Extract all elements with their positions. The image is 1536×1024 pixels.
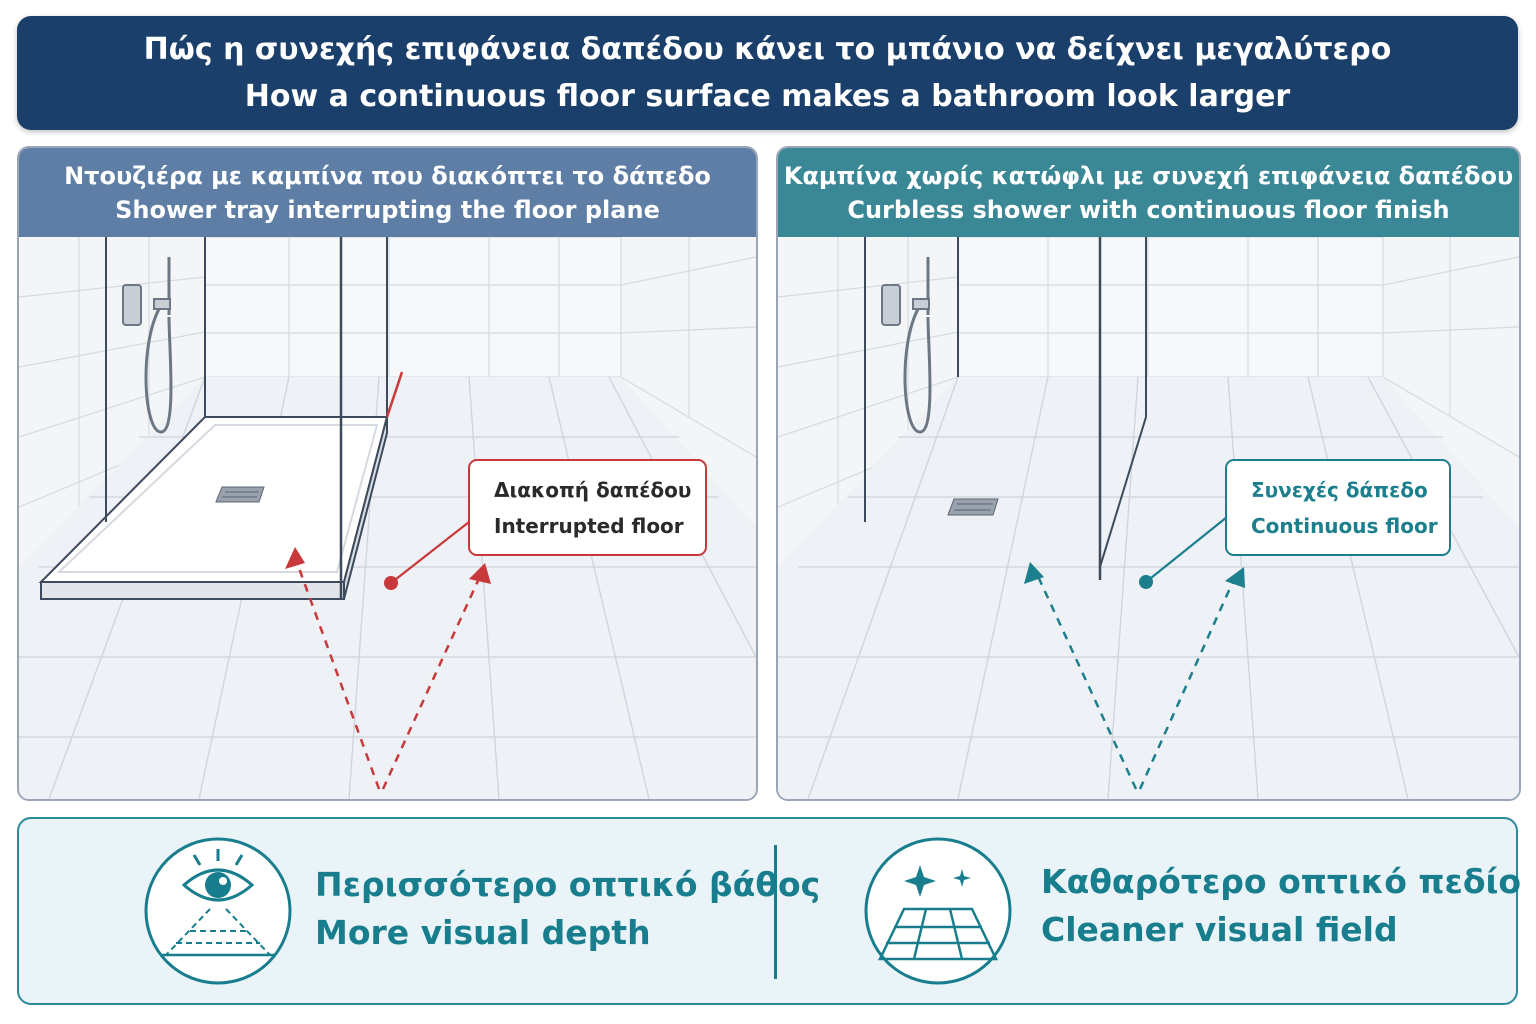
benefit-depth-english: More visual depth	[315, 913, 651, 952]
eye-perspective-icon	[144, 837, 292, 985]
callout-right-greek: Συνεχές δάπεδο	[1251, 477, 1428, 502]
benefit-clean-text: Καθαρότερο οπτικό πεδίο Cleaner visual f…	[1041, 858, 1521, 954]
panel-left-title-english: Shower tray interrupting the floor plane	[115, 195, 660, 224]
panel-right-title-greek: Καμπίνα χωρίς κατώφλι με συνεχή επιφάνει…	[783, 161, 1514, 190]
panel-right-title-english: Curbless shower with continuous floor fi…	[847, 195, 1450, 224]
benefit-clean-greek: Καθαρότερο οπτικό πεδίο	[1041, 862, 1522, 901]
linear-drain-icon	[947, 498, 999, 516]
panel-left-header: Ντουζιέρα με καμπίνα που διακόπτει το δά…	[19, 148, 756, 237]
callout-left-english: Interrupted floor	[494, 513, 684, 538]
drain-grate-icon	[215, 486, 265, 503]
benefit-clean-english: Cleaner visual field	[1041, 910, 1398, 949]
benefits-divider	[774, 845, 777, 979]
callout-right-english: Continuous floor	[1251, 513, 1438, 538]
title-english: How a continuous floor surface makes a b…	[244, 79, 1291, 114]
panel-curbless-shower: Καμπίνα χωρίς κατώφλι με συνεχή επιφάνει…	[776, 146, 1521, 801]
callout-left-greek: Διακοπή δαπέδου	[494, 477, 692, 502]
panel-right-header: Καμπίνα χωρίς κατώφλι με συνεχή επιφάνει…	[778, 148, 1519, 237]
shower-head-icon	[122, 257, 173, 434]
panel-left-title-greek: Ντουζιέρα με καμπίνα που διακόπτει το δά…	[64, 161, 711, 190]
callout-continuous-floor: Συνεχές δάπεδο Continuous floor	[1225, 459, 1451, 556]
title-banner: Πώς η συνεχής επιφάνεια δαπέδου κάνει το…	[17, 16, 1518, 130]
benefits-bar: Περισσότερο οπτικό βάθος More visual dep…	[17, 817, 1521, 1005]
title-greek: Πώς η συνεχής επιφάνεια δαπέδου κάνει το…	[143, 32, 1392, 67]
shower-head-icon	[881, 257, 932, 434]
benefit-depth-text: Περισσότερο οπτικό βάθος More visual dep…	[315, 861, 820, 957]
benefit-depth-greek: Περισσότερο οπτικό βάθος	[315, 865, 821, 904]
panel-shower-tray: Ντουζιέρα με καμπίνα που διακόπτει το δά…	[17, 146, 758, 801]
callout-interrupted-floor: Διακοπή δαπέδου Interrupted floor	[468, 459, 707, 556]
sparkle-floor-icon	[864, 837, 1012, 985]
